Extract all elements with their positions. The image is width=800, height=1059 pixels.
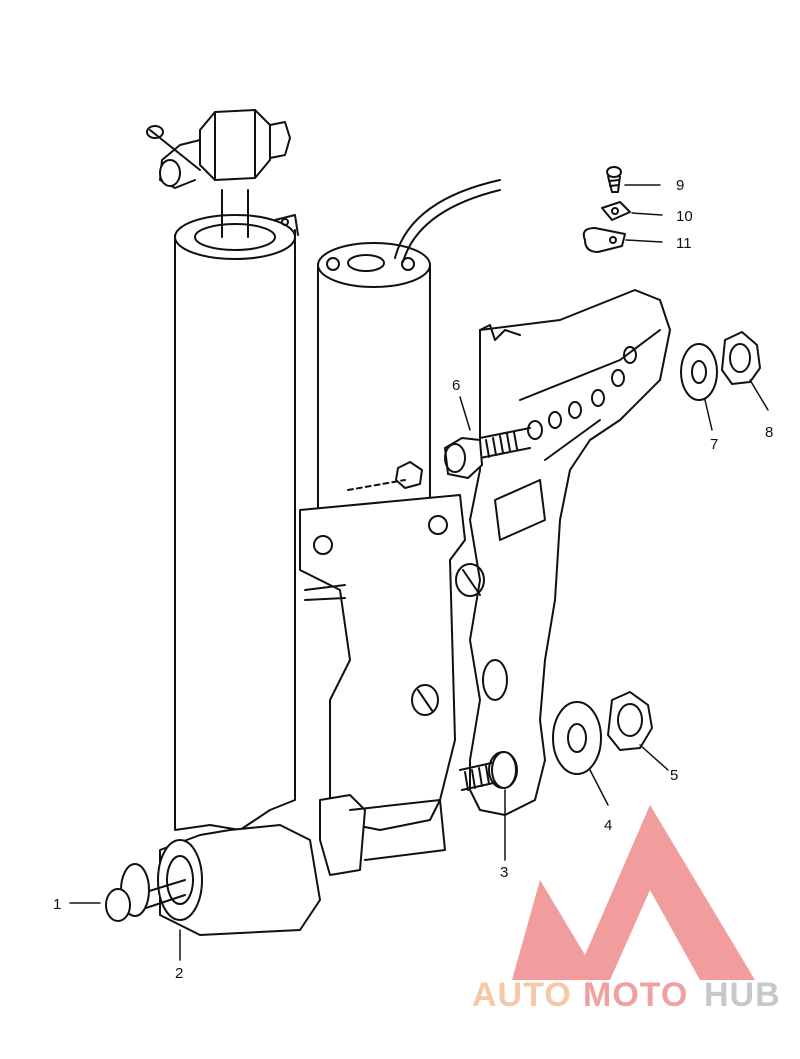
bolt-upper [444, 427, 531, 479]
washer-upper [680, 343, 718, 401]
callout-10: 10 [676, 208, 693, 225]
screw [606, 166, 622, 193]
nut-lower [607, 691, 653, 751]
callout-11: 11 [676, 235, 692, 252]
hose-fitting [146, 109, 291, 189]
callout-7: 7 [710, 436, 718, 453]
callout-3: 3 [500, 864, 508, 881]
callout-1: 1 [53, 896, 61, 913]
watermark-text: AUTO MOTO HUB [472, 976, 781, 1014]
lower-clevis [157, 794, 446, 936]
washer-lower [552, 701, 602, 775]
callout-9: 9 [676, 177, 684, 194]
leader-lines [69, 184, 769, 961]
callout-labels: 1 2 3 4 5 6 7 8 9 10 11 [53, 177, 773, 982]
callout-8: 8 [765, 424, 773, 441]
nut-upper [721, 331, 761, 385]
watermark-auto: AUTO [472, 976, 572, 1014]
clip-nut [601, 201, 631, 221]
trim-cylinder [174, 214, 299, 831]
valve-body [299, 461, 485, 831]
watermark-logo [512, 805, 755, 980]
callout-2: 2 [175, 965, 183, 982]
callout-4: 4 [604, 817, 612, 834]
callout-5: 5 [670, 767, 678, 784]
watermark-hub: HUB [704, 976, 781, 1014]
pivot-bolt [105, 863, 186, 922]
cylinder-rod-top [221, 189, 249, 238]
pump-motor [317, 179, 501, 546]
stud-bolt [459, 751, 517, 791]
hose-clamp [582, 227, 626, 253]
watermark-moto: MOTO [583, 976, 688, 1014]
callout-6: 6 [452, 377, 460, 394]
